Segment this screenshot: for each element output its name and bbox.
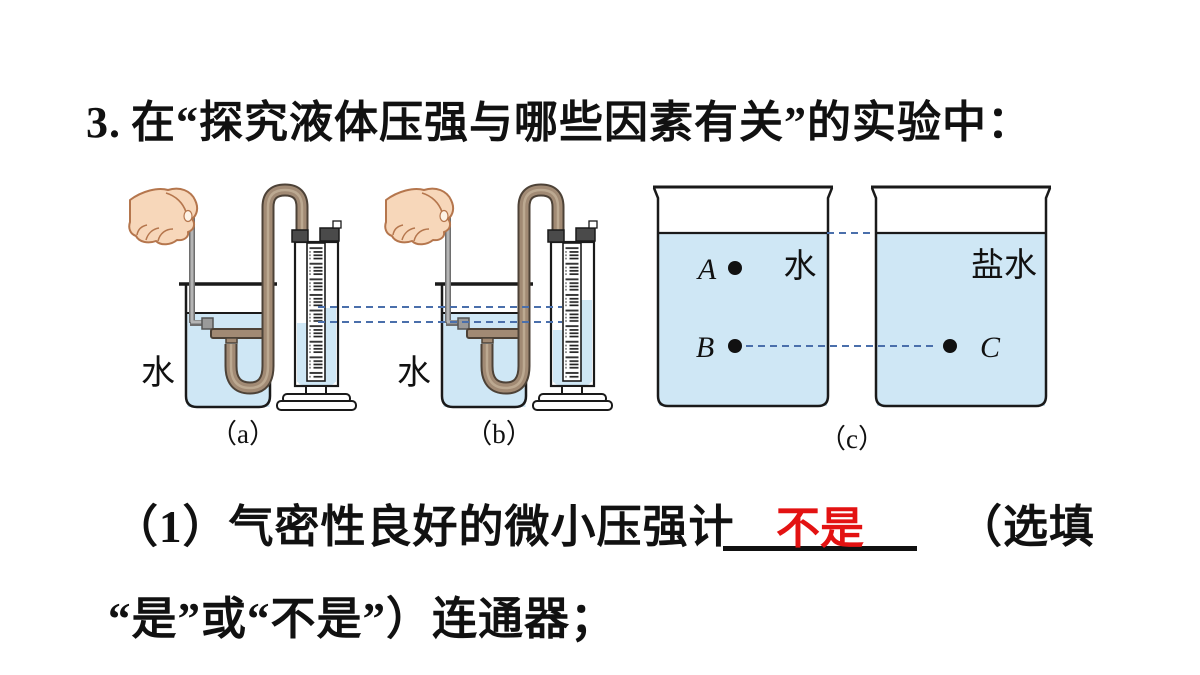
diagram-c: 水 盐水 A B C （c） — [652, 185, 1052, 454]
question-part2: （选填 — [957, 502, 1096, 552]
hand-icon — [128, 187, 199, 246]
caption-b: （b） — [465, 419, 533, 449]
pressure-sensor-capsule — [466, 328, 525, 339]
water-label: 水 — [397, 355, 431, 392]
apparatus-b: 水 （b） — [384, 183, 613, 449]
caption-a: （a） — [210, 419, 276, 449]
gauge-left-column-water — [297, 323, 308, 382]
point-label-C: C — [980, 331, 1001, 364]
hose-clamp — [291, 229, 309, 243]
answer-text: 不是 — [776, 504, 864, 553]
answer-blank: 不是 — [723, 501, 917, 556]
water-beaker — [652, 185, 834, 408]
question-line2: “是”或“不是”）连通器； — [108, 594, 617, 644]
probe-fitting — [201, 317, 214, 330]
tube-clamp — [575, 227, 596, 242]
water-label: 水 — [141, 355, 175, 392]
problem-number: 3. — [86, 98, 121, 147]
point-B — [728, 339, 742, 353]
rubber-hose — [224, 183, 309, 395]
probe-fitting — [457, 317, 470, 330]
tube-clamp — [319, 227, 340, 242]
salt-water-beaker — [870, 185, 1052, 408]
point-label-B: B — [696, 331, 714, 364]
water-label-c: 水 — [784, 248, 817, 285]
pressure-gauge — [276, 220, 357, 411]
problem-title-text: 在“探究液体压强与哪些因素有关”的实验中： — [131, 98, 1032, 147]
salt-water-label: 盐水 — [971, 247, 1037, 284]
hose-clamp — [547, 229, 565, 243]
answer-underline — [723, 546, 917, 551]
apparatus-a: 水 （a） — [128, 183, 357, 449]
pressure-sensor-capsule — [210, 328, 269, 339]
question-part1: （1）气密性良好的微小压强计 — [113, 502, 735, 552]
point-C — [943, 339, 957, 353]
hand-icon — [384, 187, 455, 246]
gauge-right-column-water — [325, 308, 336, 382]
gauge-left-column-water — [553, 330, 564, 382]
pressure-gauge — [532, 220, 613, 411]
point-label-A: A — [696, 253, 717, 286]
rubber-hose — [480, 183, 565, 395]
problem-title: 3.在“探究液体压强与哪些因素有关”的实验中： — [86, 95, 1032, 150]
gauge-right-column-water — [581, 300, 592, 382]
point-A — [728, 261, 742, 275]
caption-c: （c） — [819, 424, 885, 454]
